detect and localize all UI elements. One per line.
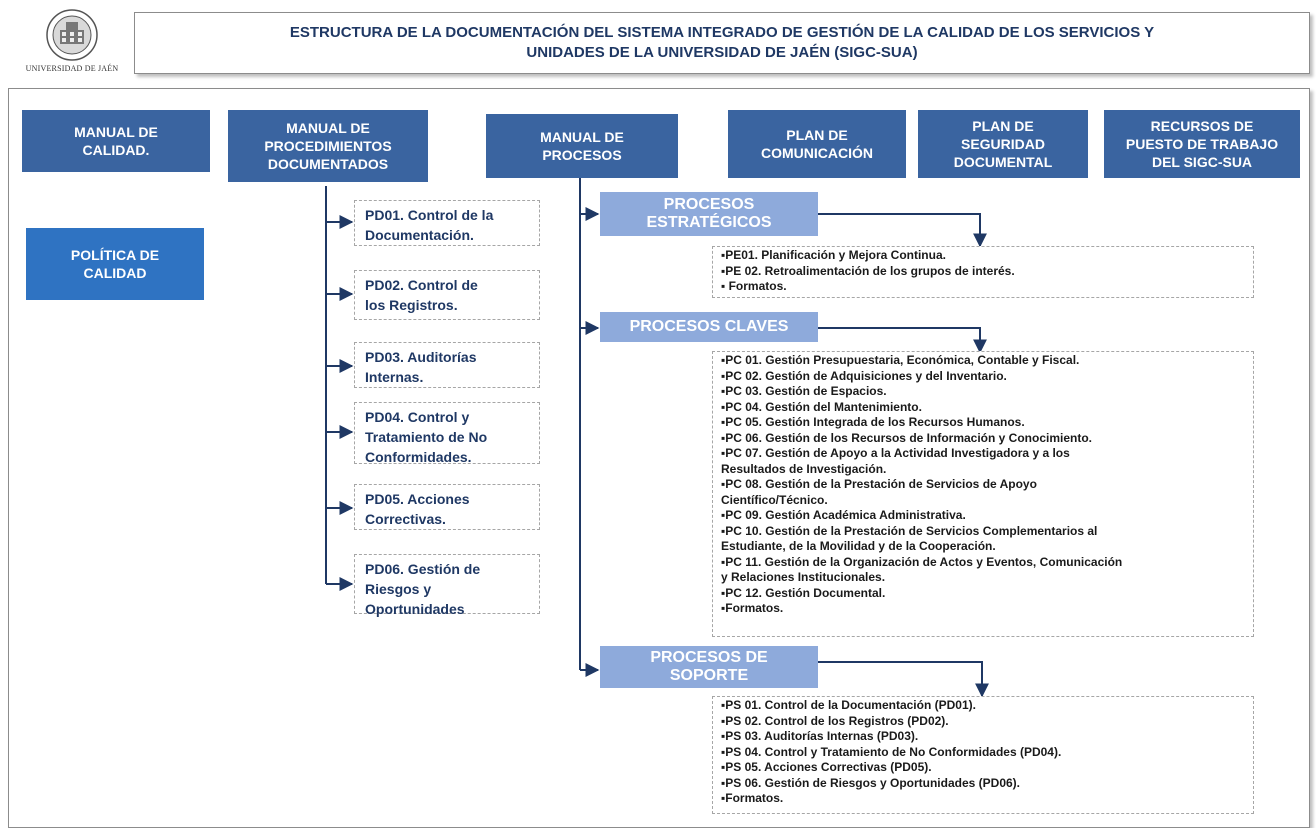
pd01-box: PD01. Control de la Documentación.: [354, 200, 540, 246]
pd05-box: PD05. Acciones Correctivas.: [354, 484, 540, 530]
pd06-box: PD06. Gestión de Riesgos y Oportunidades: [354, 554, 540, 617]
pd04-box: PD04. Control y Tratamiento de No Confor…: [354, 402, 540, 465]
manual-procedimientos-box: MANUAL DE PROCEDIMIENTOS DOCUMENTADOS: [228, 110, 428, 182]
list-item: ▪PC 09. Gestión Académica Administrativa…: [721, 508, 966, 522]
page-title: ESTRUCTURA DE LA DOCUMENTACIÓN DEL SISTE…: [134, 12, 1310, 74]
recursos-puesto-box: RECURSOS DE PUESTO DE TRABAJO DEL SIGC-S…: [1104, 110, 1300, 178]
list-item: ▪PC 01. Gestión Presupuestaria, Económic…: [721, 353, 1080, 367]
procesos-estrategicos-header: PROCESOS ESTRATÉGICOS: [600, 192, 818, 236]
list-item: Estudiante, de la Movilidad y de la Coop…: [721, 539, 996, 553]
list-item: ▪Formatos.: [721, 791, 784, 805]
list-item: ▪PC 05. Gestión Integrada de los Recurso…: [721, 415, 1025, 429]
title-line-2: UNIDADES DE LA UNIVERSIDAD DE JAÉN (SIGC…: [526, 44, 918, 61]
procesos-claves-header: PROCESOS CLAVES: [600, 312, 818, 342]
list-item: ▪PC 12. Gestión Documental.: [721, 585, 886, 600]
list-item: ▪PE01. Planificación y Mejora Continua.: [721, 248, 946, 262]
claves-down-arrow: [818, 327, 987, 354]
manual-procesos-box: MANUAL DE PROCESOS: [486, 114, 678, 178]
list-item: ▪Formatos.: [721, 601, 784, 615]
list-item: ▪PS 04. Control y Tratamiento de No Conf…: [721, 744, 1062, 759]
list-item: Científico/Técnico.: [721, 492, 828, 507]
list-item: ▪ Formatos.: [721, 279, 787, 293]
list-item: ▪PC 03. Gestión de Espacios.: [721, 384, 887, 398]
list-item: ▪PS 01. Control de la Documentación (PD0…: [721, 698, 976, 712]
list-item: ▪PS 05. Acciones Correctivas (PD05).: [721, 760, 932, 774]
estrategicos-list: ▪PE01. Planificación y Mejora Continua. …: [712, 246, 1254, 298]
soporte-list: ▪PS 01. Control de la Documentación (PD0…: [712, 696, 1254, 814]
pd03-box: PD03. Auditorías Internas.: [354, 342, 540, 388]
list-item: ▪PC 08. Gestión de la Prestación de Serv…: [721, 477, 1037, 491]
list-item: ▪PS 03. Auditorías Internas (PD03).: [721, 729, 919, 743]
manual-calidad-box: MANUAL DE CALIDAD.: [22, 110, 210, 172]
logo-caption: UNIVERSIDAD DE JAÉN: [25, 64, 119, 73]
university-crest-icon: [46, 9, 98, 61]
plan-seguridad-box: PLAN DE SEGURIDAD DOCUMENTAL: [918, 110, 1088, 178]
list-item: ▪PC 04. Gestión del Mantenimiento.: [721, 399, 922, 414]
university-logo: UNIVERSIDAD DE JAÉN: [18, 8, 126, 84]
list-item: ▪PC 11. Gestión de la Organización de Ac…: [721, 554, 1123, 569]
title-line-1: ESTRUCTURA DE LA DOCUMENTACIÓN DEL SISTE…: [289, 24, 1155, 41]
pd02-box: PD02. Control de los Registros.: [354, 270, 540, 320]
list-item: ▪PE 02. Retroalimentación de los grupos …: [721, 263, 1015, 278]
list-item: Resultados de Investigación.: [721, 461, 887, 476]
list-item: ▪PS 02. Control de los Registros (PD02).: [721, 713, 949, 728]
politica-calidad-box: POLÍTICA DE CALIDAD: [26, 228, 204, 300]
list-item: ▪PC 06. Gestión de los Recursos de Infor…: [721, 430, 1092, 445]
claves-list: ▪PC 01. Gestión Presupuestaria, Económic…: [712, 351, 1254, 637]
plan-comunicacion-box: PLAN DE COMUNICACIÓN: [728, 110, 906, 178]
list-item: ▪PC 02. Gestión de Adquisiciones y del I…: [721, 368, 1007, 383]
estrategicos-down-arrow: [818, 213, 987, 248]
procesos-soporte-header: PROCESOS DE SOPORTE: [600, 646, 818, 688]
list-item: ▪PC 07. Gestión de Apoyo a la Actividad …: [721, 446, 1070, 460]
soporte-down-arrow: [818, 661, 989, 698]
list-item: y Relaciones Institucionales.: [721, 570, 886, 584]
list-item: ▪PC 10. Gestión de la Prestación de Serv…: [721, 523, 1098, 538]
list-item: ▪PS 06. Gestión de Riesgos y Oportunidad…: [721, 775, 1020, 790]
